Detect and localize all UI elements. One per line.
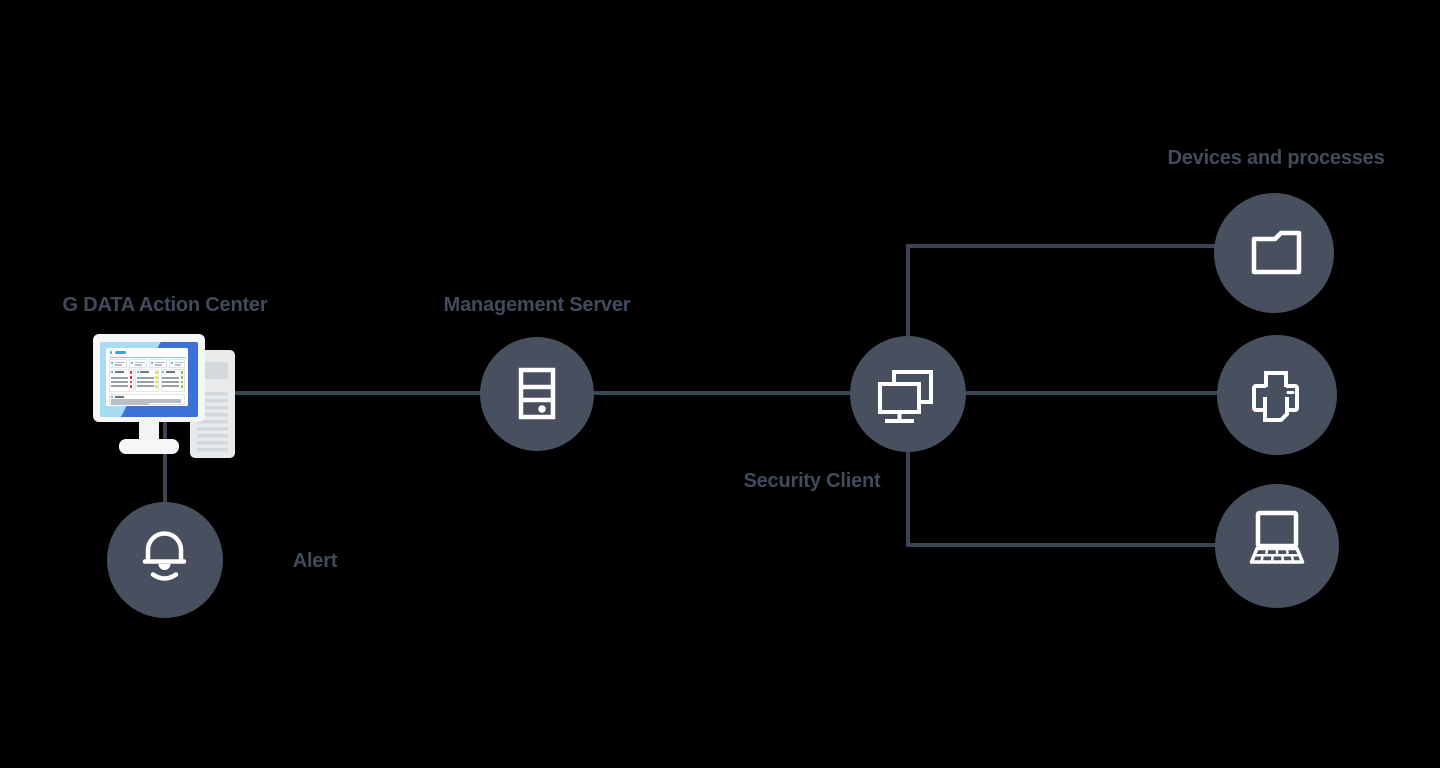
monitor-stand-neck	[139, 420, 159, 445]
monitor-stand-foot	[119, 439, 179, 454]
edge-branch-top	[906, 244, 1270, 248]
edge-branch-bottom	[906, 543, 1270, 547]
action-center-computer-illustration	[90, 330, 250, 470]
node-devices-printer	[1217, 335, 1337, 455]
label-action-center: G DATA Action Center	[62, 294, 268, 316]
node-devices-folder	[1214, 193, 1334, 313]
node-devices-laptop	[1215, 484, 1339, 608]
label-devices-and-processes: Devices and processes	[1167, 147, 1385, 169]
label-security-client: Security Client	[743, 470, 881, 492]
node-alert	[107, 502, 223, 618]
dashboard-screen	[106, 348, 188, 406]
edge-alert-vertical	[163, 400, 167, 510]
label-management-server: Management Server	[443, 294, 631, 316]
laptop-icon	[1249, 510, 1305, 564]
edge-main-horizontal	[228, 391, 1275, 395]
dual-monitor-icon	[878, 370, 933, 423]
printer-icon	[1252, 371, 1299, 422]
folder-icon	[1251, 230, 1302, 275]
node-security-client	[850, 336, 966, 452]
server-icon	[518, 367, 556, 420]
bell-icon	[142, 531, 187, 581]
label-alert: Alert	[292, 550, 338, 572]
node-management-server	[480, 337, 594, 451]
